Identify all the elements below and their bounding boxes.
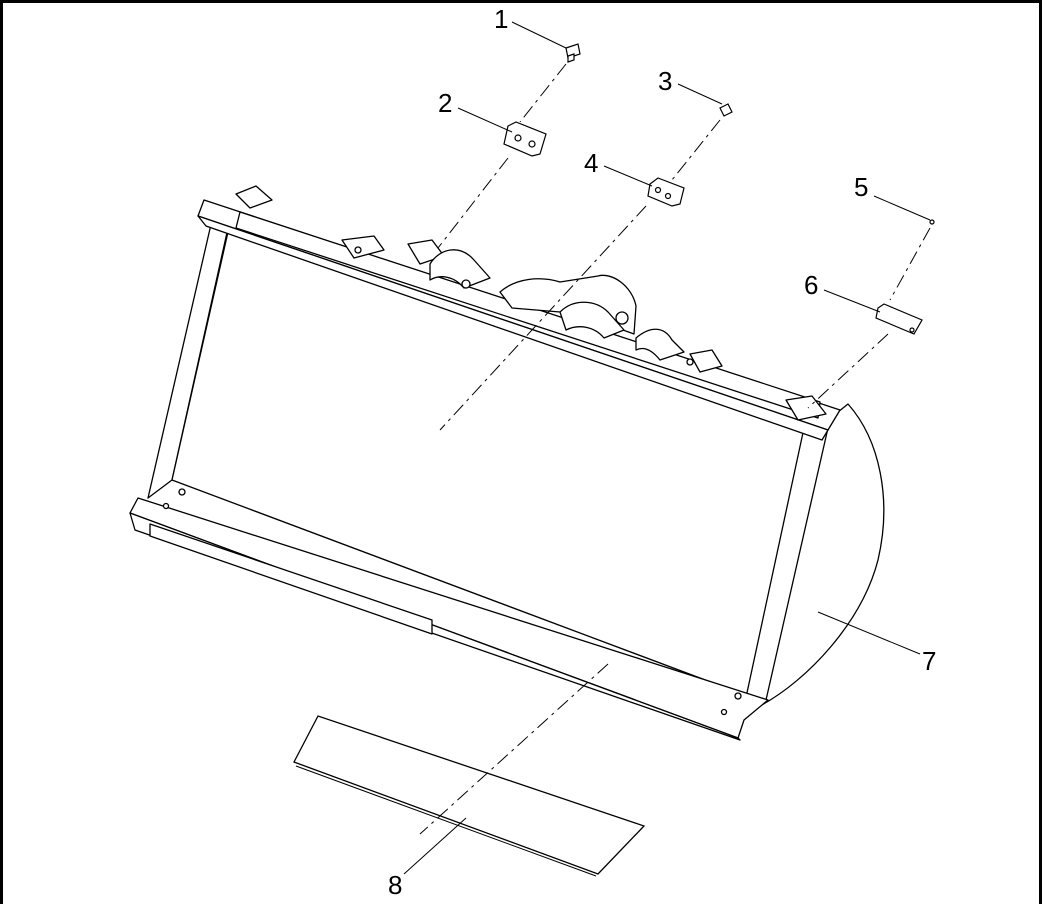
wear-plate-part-8 bbox=[293, 715, 646, 875]
mount-lug-left-1 bbox=[341, 235, 385, 259]
mount-lug-far-right bbox=[785, 395, 827, 421]
leader-line-8 bbox=[403, 817, 467, 875]
leader-line-6 bbox=[823, 289, 881, 313]
callout-4: 4 bbox=[584, 148, 598, 178]
bucket-hole bbox=[354, 246, 362, 254]
bucket-hole bbox=[615, 311, 629, 325]
leader-line-3 bbox=[677, 83, 723, 105]
bucket-part-7 bbox=[129, 185, 885, 741]
mount-hook-left bbox=[429, 249, 491, 289]
leader-line-1 bbox=[511, 21, 567, 49]
callout-8: 8 bbox=[388, 870, 402, 900]
callout-2: 2 bbox=[438, 88, 452, 118]
mount-hook-right bbox=[559, 301, 625, 339]
bolt-part-1 bbox=[565, 43, 581, 63]
callout-5: 5 bbox=[854, 172, 868, 202]
bucket-hole bbox=[461, 279, 471, 289]
callout-6: 6 bbox=[804, 270, 818, 300]
mount-lug-right-2 bbox=[689, 349, 723, 373]
bucket-hole bbox=[720, 708, 728, 716]
bracket-part-2 bbox=[503, 121, 547, 157]
bucket-rear-band bbox=[235, 211, 821, 419]
nut-part-3 bbox=[719, 103, 733, 117]
assembly-center-lines bbox=[419, 63, 931, 835]
mount-lug-far-left bbox=[235, 185, 273, 209]
decal-plate-part-6 bbox=[875, 303, 923, 335]
bucket-hole bbox=[686, 358, 694, 366]
wear-plate-edge bbox=[295, 765, 597, 877]
leader-line-4 bbox=[603, 165, 653, 187]
bucket-hole bbox=[162, 502, 170, 510]
pin-part-5 bbox=[929, 219, 935, 225]
bucket-top-rail-inner bbox=[197, 215, 829, 441]
mount-lug-right-1 bbox=[635, 328, 685, 361]
leader-line-5 bbox=[873, 195, 931, 221]
plate-part-4 bbox=[647, 177, 685, 207]
bucket-lower-lip bbox=[149, 523, 433, 635]
bucket-hole bbox=[178, 488, 186, 496]
callout-7: 7 bbox=[922, 646, 936, 676]
leader-line-7 bbox=[817, 611, 921, 655]
callout-1: 1 bbox=[494, 4, 508, 34]
leader-line-2 bbox=[457, 107, 513, 133]
callout-3: 3 bbox=[658, 66, 672, 96]
leader-lines bbox=[403, 21, 931, 875]
bucket-hole bbox=[734, 692, 742, 700]
